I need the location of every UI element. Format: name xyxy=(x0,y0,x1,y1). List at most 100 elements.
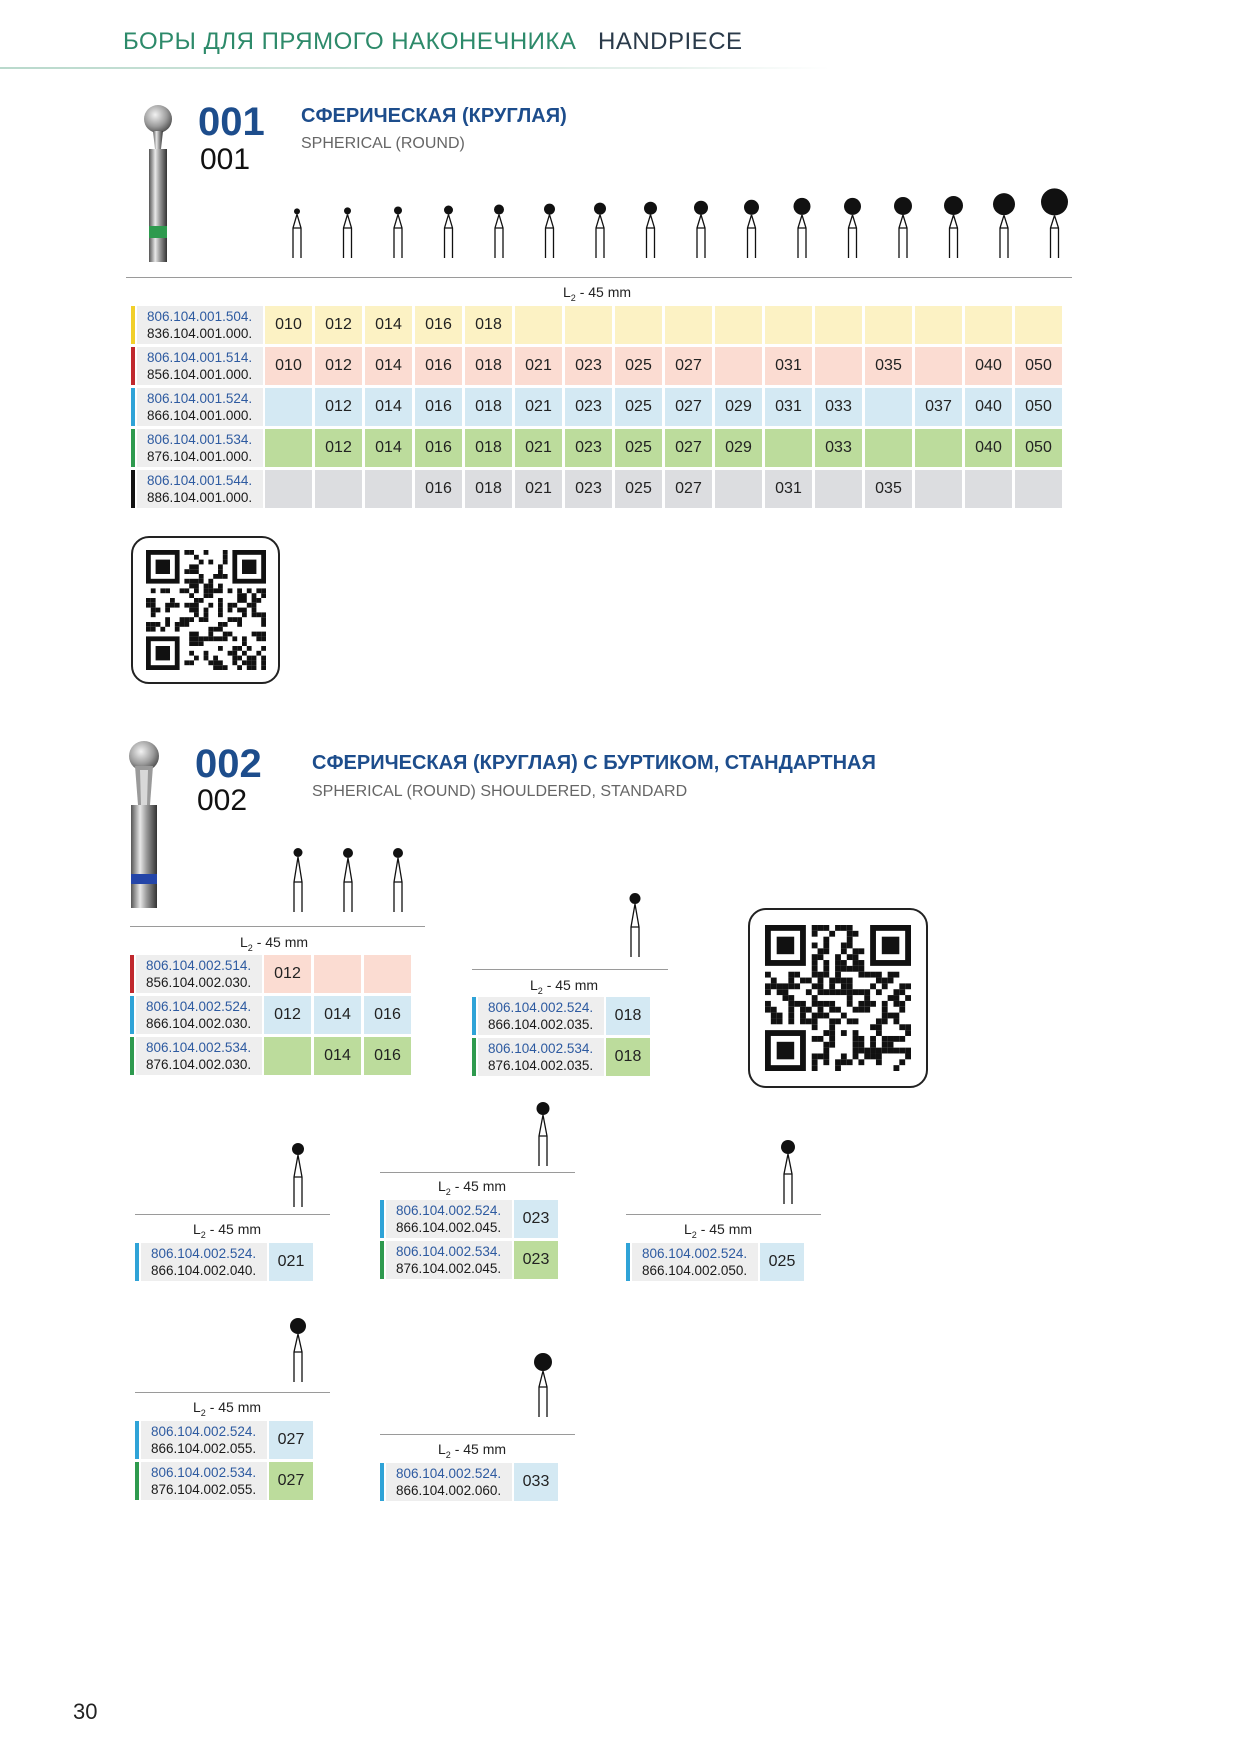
size-cell xyxy=(965,470,1012,508)
size-cells: 018 xyxy=(606,997,653,1035)
alt-code: 866.104.002.050. xyxy=(642,1263,748,1278)
color-bar xyxy=(131,306,135,344)
bur-size-icon-group xyxy=(290,1318,306,1382)
color-bar xyxy=(130,955,134,993)
size-cell: 031 xyxy=(765,388,812,426)
size-cell: 040 xyxy=(965,347,1012,385)
size-cell: 012 xyxy=(315,306,362,344)
size-cell: 012 xyxy=(264,996,311,1034)
bur-001-photo xyxy=(144,105,172,262)
article-code: 806.104.001.504. xyxy=(147,309,253,324)
size-cell: 018 xyxy=(465,306,512,344)
size-cells: 027 xyxy=(269,1421,316,1459)
header-title-ru: БОРЫ ДЛЯ ПРЯМОГО НАКОНЕЧНИКА xyxy=(123,28,577,55)
article-code: 806.104.002.524. xyxy=(396,1466,502,1481)
size-cell: 025 xyxy=(615,347,662,385)
size-cell: 050 xyxy=(1015,388,1062,426)
size-cell xyxy=(765,306,812,344)
size-cell xyxy=(815,347,862,385)
color-bar xyxy=(131,347,135,385)
bur-icon-15 xyxy=(1041,188,1068,258)
section2-code-alt: 002 xyxy=(197,784,248,817)
size-cell xyxy=(615,306,662,344)
size-cell: 023 xyxy=(514,1241,558,1279)
color-bar xyxy=(472,1038,476,1076)
size-cell: 027 xyxy=(665,347,712,385)
size-cell xyxy=(715,347,762,385)
color-bar xyxy=(131,388,135,426)
size-cell: 029 xyxy=(715,388,762,426)
size-cell: 023 xyxy=(565,347,612,385)
size-cell: 021 xyxy=(515,429,562,467)
size-cell: 023 xyxy=(514,1200,558,1238)
alt-code: 856.104.002.030. xyxy=(146,975,252,990)
bur-icon-14 xyxy=(993,193,1015,258)
bur-icon-7 xyxy=(644,201,657,258)
size-cell: 033 xyxy=(514,1463,558,1501)
table-row: 806.104.002.534. 876.104.002.045. 023 xyxy=(380,1241,561,1279)
code-cell: 806.104.001.544. 886.104.001.000. xyxy=(137,470,263,508)
color-bar xyxy=(131,470,135,508)
group-rule xyxy=(130,926,425,927)
color-bar xyxy=(130,996,134,1034)
color-bar xyxy=(135,1243,139,1281)
size-cell: 016 xyxy=(415,470,462,508)
length-label: L2 - 45 mm xyxy=(684,1221,753,1240)
length-label: L2 - 45 mm xyxy=(240,934,309,953)
size-cell: 014 xyxy=(314,1037,361,1075)
size-cell: 021 xyxy=(269,1243,313,1281)
size-cell xyxy=(815,470,862,508)
size-cell: 027 xyxy=(269,1462,313,1500)
bur-size-icon-group xyxy=(292,1143,304,1207)
article-code: 806.104.002.534. xyxy=(151,1465,257,1480)
alt-code: 876.104.002.030. xyxy=(146,1057,252,1072)
size-cell xyxy=(765,429,812,467)
size-cell: 035 xyxy=(865,470,912,508)
qr-code-1[interactable] xyxy=(131,536,280,684)
group-rule xyxy=(135,1392,330,1393)
color-bar xyxy=(380,1241,384,1279)
article-code: 806.104.002.534. xyxy=(146,1040,252,1055)
size-cell: 018 xyxy=(465,388,512,426)
size-cell xyxy=(515,306,562,344)
alt-code: 866.104.002.035. xyxy=(488,1017,594,1032)
table-row: 806.104.002.534. 876.104.002.055. 027 xyxy=(135,1462,316,1500)
size-cell xyxy=(815,306,862,344)
bur-icon-3-0 xyxy=(536,1102,550,1166)
qr-code-2-icon xyxy=(765,925,911,1071)
bur-size-icons xyxy=(292,188,1068,258)
size-cell: 021 xyxy=(515,470,562,508)
size-cell: 016 xyxy=(415,347,462,385)
size-cell xyxy=(715,306,762,344)
alt-code: 866.104.001.000. xyxy=(147,408,253,423)
size-cell: 040 xyxy=(965,429,1012,467)
size-cell: 016 xyxy=(364,996,411,1034)
article-code: 806.104.002.534. xyxy=(396,1244,502,1259)
code-cell: 806.104.001.534. 876.104.001.000. xyxy=(137,429,263,467)
size-cells: 012 xyxy=(264,955,414,993)
code-cell: 806.104.002.534. 876.104.002.030. xyxy=(136,1037,262,1075)
article-code: 806.104.002.524. xyxy=(151,1424,257,1439)
table-row: 806.104.002.514. 856.104.002.030. 012 xyxy=(130,955,414,993)
code-cell: 806.104.002.524. 866.104.002.055. xyxy=(141,1421,267,1459)
table-row: 806.104.002.524. 866.104.002.055. 027 xyxy=(135,1421,316,1459)
size-cell: 012 xyxy=(315,347,362,385)
bur-icon-0-1 xyxy=(343,848,353,912)
article-code: 806.104.002.534. xyxy=(488,1041,594,1056)
section2-title-en: SPHERICAL (ROUND) SHOULDERED, STANDARD xyxy=(312,783,688,800)
size-cell: 012 xyxy=(315,429,362,467)
qr-code-2[interactable] xyxy=(748,908,928,1088)
size-cell: 023 xyxy=(565,429,612,467)
alt-code: 866.104.002.045. xyxy=(396,1220,502,1235)
bur-icon-3 xyxy=(443,205,454,258)
size-cell xyxy=(865,388,912,426)
bur-icon-4-0 xyxy=(781,1140,795,1204)
size-cell: 012 xyxy=(315,388,362,426)
article-code: 806.104.001.524. xyxy=(147,391,253,406)
size-cell: 010 xyxy=(265,347,312,385)
size-cell xyxy=(665,306,712,344)
